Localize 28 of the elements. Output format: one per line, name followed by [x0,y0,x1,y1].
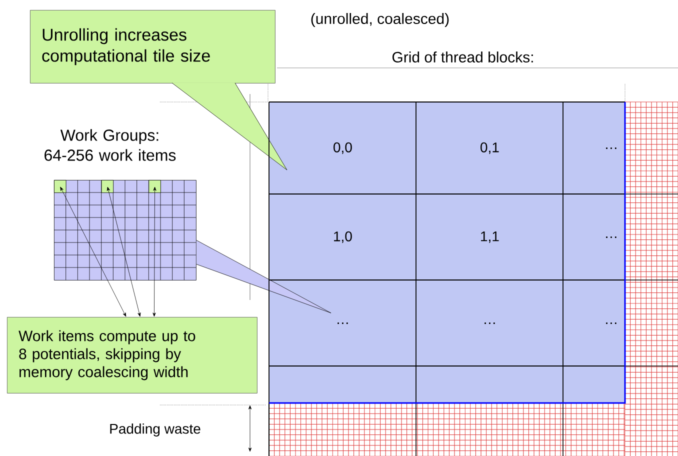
node-label: … [606,236,616,238]
arrow [60,186,126,317]
arrow [106,186,141,317]
highlighted-cell [148,180,161,193]
arrow [152,186,156,317]
grid-cell [563,366,626,404]
grid-cell: … [563,194,626,280]
highlighted-cell [101,180,114,193]
node-label: 1,1 [481,231,499,243]
grid-cell: 1,0 [269,194,416,280]
node-label: … [606,147,616,149]
callout-box: Unrolling increases computational tile size [30,10,276,84]
text-label: Grid of thread blocks: [392,52,533,62]
node-label: … [606,322,616,324]
node-label: 0,1 [480,142,499,154]
highlighted-cell [54,180,66,193]
work-group-grid [54,180,196,280]
node-label: … [484,322,495,324]
grid-cell [269,366,416,404]
node-label: 1,0 [334,231,352,243]
node-label: … [338,322,348,324]
callout-box: Work items compute up to 8 potentials, skipping by memory coalescing width [7,317,258,394]
node-label: 0,0 [334,142,352,154]
grid-cell: 0,0 [269,102,416,194]
text-label: Work Groups: 64-256 work items [44,129,176,161]
text-label: (unrolled, coalesced) [311,13,449,27]
text-label: Padding waste [110,423,200,437]
grid-cell: … [563,102,626,194]
